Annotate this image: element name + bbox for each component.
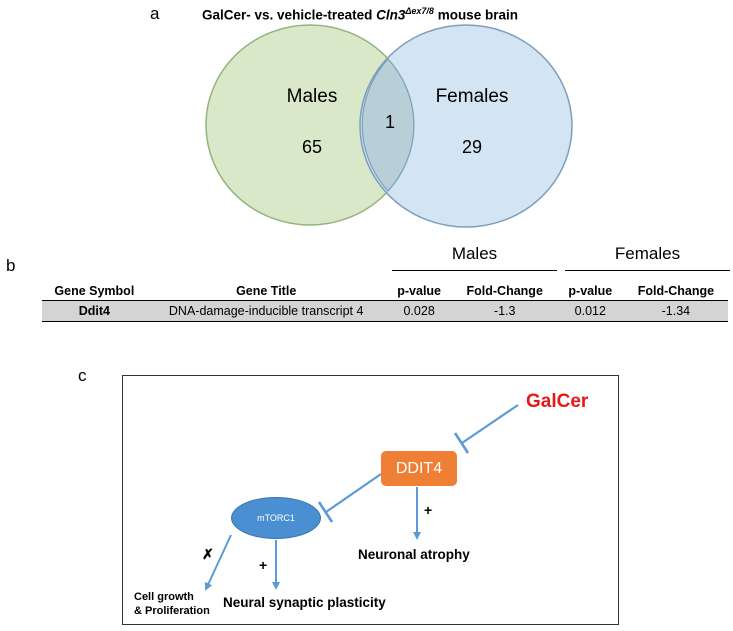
- cell-gene-title: DNA-damage-inducible transcript 4: [146, 300, 386, 322]
- venn-label-males: Males: [286, 86, 338, 107]
- cell-growth-line-2: & Proliferation: [134, 605, 210, 617]
- panel-letter-c: c: [78, 366, 87, 385]
- header-females-fold-change: Fold-Change: [623, 282, 728, 301]
- inhibit-bar-galcer-ddit4: [453, 432, 470, 454]
- cell-growth-line-1: Cell growth: [134, 591, 194, 603]
- header-males-fold-change: Fold-Change: [452, 282, 557, 301]
- cell-females-pvalue: 0.012: [556, 300, 624, 322]
- venn-label-females: Females: [435, 86, 509, 107]
- venn-diagram: [205, 24, 573, 228]
- cell-gene-symbol: Ddit4: [42, 300, 147, 322]
- header-females-pvalue: p-value: [556, 282, 624, 301]
- inhibit-line-galcer-ddit4: [461, 404, 519, 444]
- inhibit-bar-ddit4-mtorc1: [317, 501, 334, 523]
- header-gene-title: Gene Title: [146, 282, 386, 301]
- venn-title-gene: Cln3: [376, 7, 406, 23]
- cell-growth-label: Cell growth & Proliferation: [134, 590, 210, 618]
- pathway-frame: [122, 375, 619, 625]
- cell-males-pvalue: 0.028: [385, 300, 453, 322]
- panel-letter-a: a: [150, 4, 160, 23]
- venn-title-superscript: Δex7/8: [405, 6, 434, 16]
- header-males-pvalue: p-value: [385, 282, 453, 301]
- cell-females-fold-change: -1.34: [623, 300, 728, 322]
- venn-title-main: GalCer- vs. vehicle-treated: [202, 7, 377, 23]
- venn-count-males: 65: [301, 137, 323, 157]
- plus-sign-plasticity: +: [259, 557, 268, 573]
- ddit4-node: DDIT4: [381, 451, 457, 486]
- venn-title-end: mouse brain: [433, 7, 518, 23]
- mtorc1-node: mTORC1: [231, 497, 321, 539]
- neuronal-atrophy-label: Neuronal atrophy: [358, 547, 470, 562]
- galcer-label: GalCer: [526, 391, 589, 412]
- header-gene-symbol: Gene Symbol: [42, 282, 147, 301]
- venn-count-overlap: 1: [384, 112, 395, 132]
- arrow-mtorc1-cell-growth: [204, 534, 232, 591]
- group-header-males: Males: [451, 244, 498, 263]
- table-header-row: Gene Symbol Gene Title p-value Fold-Chan…: [42, 282, 728, 301]
- group-underline-males: [392, 270, 557, 271]
- plus-sign-atrophy: +: [424, 502, 433, 518]
- venn-circle-females: [359, 24, 573, 228]
- venn-count-females: 29: [461, 137, 483, 157]
- venn-title: GalCer- vs. vehicle-treated Cln3Δex7/8 m…: [160, 6, 560, 23]
- group-header-females: Females: [614, 244, 681, 263]
- inhibit-line-ddit4-mtorc1: [325, 473, 382, 513]
- cell-males-fold-change: -1.3: [452, 300, 557, 322]
- cross-sign-cell-growth: ✗: [202, 546, 214, 562]
- panel-letter-b: b: [6, 256, 16, 275]
- group-underline-females: [565, 270, 730, 271]
- table-row: Ddit4 DNA-damage-inducible transcript 4 …: [42, 300, 728, 322]
- gene-table: Gene Symbol Gene Title p-value Fold-Chan…: [42, 282, 728, 322]
- neural-plasticity-label: Neural synaptic plasticity: [223, 595, 386, 610]
- venn-overlap-region: [361, 58, 415, 192]
